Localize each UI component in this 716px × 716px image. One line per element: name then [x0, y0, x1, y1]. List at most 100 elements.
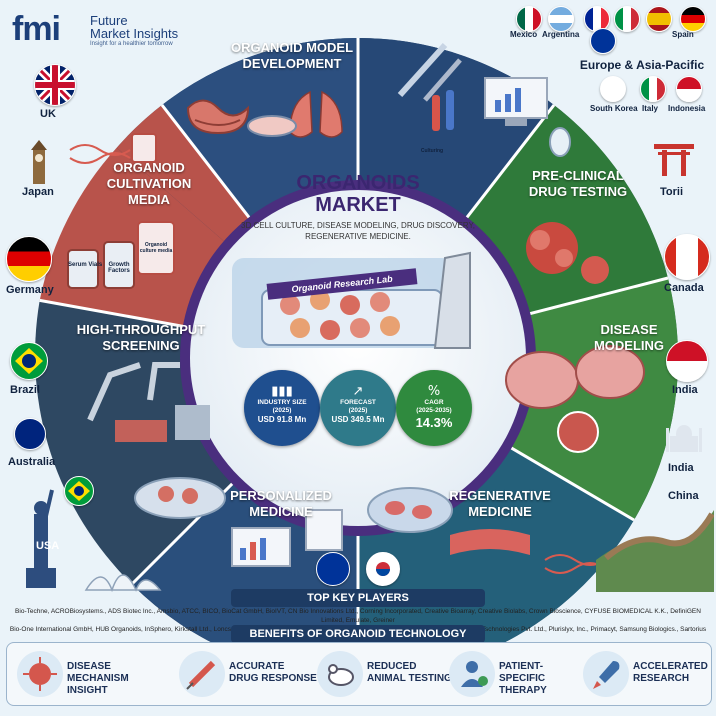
opera-house-icon	[82, 560, 164, 593]
test-tubes-icon	[432, 90, 454, 131]
country-australia: Australia	[8, 456, 56, 468]
logo-tagline: Insight for a healthier tomorrow	[90, 41, 173, 47]
region-europe-asia-pacific: Europe & Asia-Pacific	[579, 58, 705, 72]
country-brazil: Brazil	[10, 384, 40, 396]
virus-icon	[17, 651, 63, 697]
mouse-icon	[317, 651, 363, 697]
eu-flag-icon	[590, 28, 616, 54]
bar-chart-icon: ▮▮▮	[271, 384, 293, 399]
pipette-icon	[397, 42, 462, 102]
germany-flag-icon	[6, 236, 52, 282]
torii-gate-icon	[652, 140, 696, 176]
mexico-flag-icon	[516, 6, 542, 32]
market-subtitle: 3D CELL CULTURE, DISEASE MODELING, DRUG …	[241, 221, 475, 241]
country-argentina: Argentina	[542, 30, 580, 39]
australia-flag-icon	[14, 418, 46, 450]
germany-flag-icon-top	[680, 6, 706, 32]
country-uk: UK	[40, 108, 56, 120]
country-canada: Canada	[664, 282, 704, 294]
country-torii: Torii	[660, 186, 684, 198]
intestine-illustration	[186, 99, 250, 135]
country-indonesia: Indonesia	[668, 104, 706, 113]
country-germany: Germany	[6, 284, 54, 296]
brazil-flag-icon	[10, 342, 48, 380]
microscope-icon	[433, 251, 471, 349]
eu-flag-icon-bottom	[316, 552, 350, 586]
brain-illustration	[505, 345, 645, 453]
south-korea-flag-icon-bottom	[366, 552, 400, 586]
lab-plate-illustration	[232, 251, 471, 349]
dna-icon	[69, 144, 131, 164]
person-icon	[449, 651, 495, 697]
uk-flag-icon	[34, 64, 76, 106]
organoid-cluster-illustration	[526, 127, 609, 284]
dish-label: Culturing	[420, 148, 444, 154]
key-players-title: TOP KEY PLAYERS	[231, 589, 485, 607]
metric-industry-size: ▮▮▮ INDUSTRY SIZE (2025) USD 91.8 Mn	[244, 370, 320, 446]
country-japan: Japan	[22, 186, 54, 198]
syringe-icon	[179, 651, 225, 697]
patient-card-icon	[305, 509, 343, 551]
country-mexico: Mexico	[510, 30, 538, 39]
canada-flag-icon	[664, 234, 710, 280]
country-usa: USA	[36, 540, 60, 552]
personalized-illustration	[134, 477, 343, 567]
monitor-icon	[484, 77, 548, 126]
italy-flag-icon-top	[614, 6, 640, 32]
france-flag-icon	[584, 6, 610, 32]
brazil-flag-icon-small	[64, 476, 94, 506]
country-india-2: India	[668, 462, 694, 474]
lab-machine-icon	[175, 405, 210, 440]
italy-flag-icon	[640, 76, 666, 102]
statue-of-liberty-icon	[18, 484, 64, 588]
media-bottles-illustration	[67, 133, 175, 289]
argentina-flag-icon	[548, 6, 574, 32]
taj-mahal-icon	[664, 420, 704, 452]
indonesia-flag-icon-right	[666, 340, 708, 382]
regenerative-illustration	[367, 487, 530, 555]
country-spain: Spain	[672, 30, 694, 39]
well-plate-icon	[115, 420, 167, 442]
metric-forecast: ↗ FORECAST (2025) USD 349.5 Mn	[320, 370, 396, 446]
country-india-1: India	[672, 384, 698, 396]
country-south-korea: South Korea	[590, 104, 638, 113]
supplement-label: Organoid culture media	[139, 242, 173, 254]
rocket-icon	[583, 651, 629, 697]
south-korea-flag-icon	[600, 76, 626, 102]
robot-arm-illustration	[87, 362, 180, 422]
flask-icon	[549, 127, 571, 157]
trend-arrow-icon: ↗	[352, 384, 364, 399]
big-ben-icon	[26, 140, 52, 184]
indonesia-flag-icon	[676, 76, 702, 102]
percent-icon: %	[427, 384, 441, 399]
growth-factors-label: Growth Factors	[108, 262, 130, 274]
vial-icon	[131, 133, 157, 163]
great-wall-icon	[596, 500, 715, 592]
spain-flag-icon	[646, 6, 672, 32]
country-china: China	[668, 490, 699, 502]
petri-dish-icon	[247, 115, 297, 137]
country-italy: Italy	[642, 104, 659, 113]
logo-mark: fmi	[12, 10, 61, 48]
metric-cagr: % CAGR (2025-2035) 14.3%	[396, 370, 472, 446]
benefits-title: BENEFITS OF ORGANOID TECHNOLOGY	[231, 625, 485, 643]
serum-label: Serum Vials	[68, 262, 103, 268]
